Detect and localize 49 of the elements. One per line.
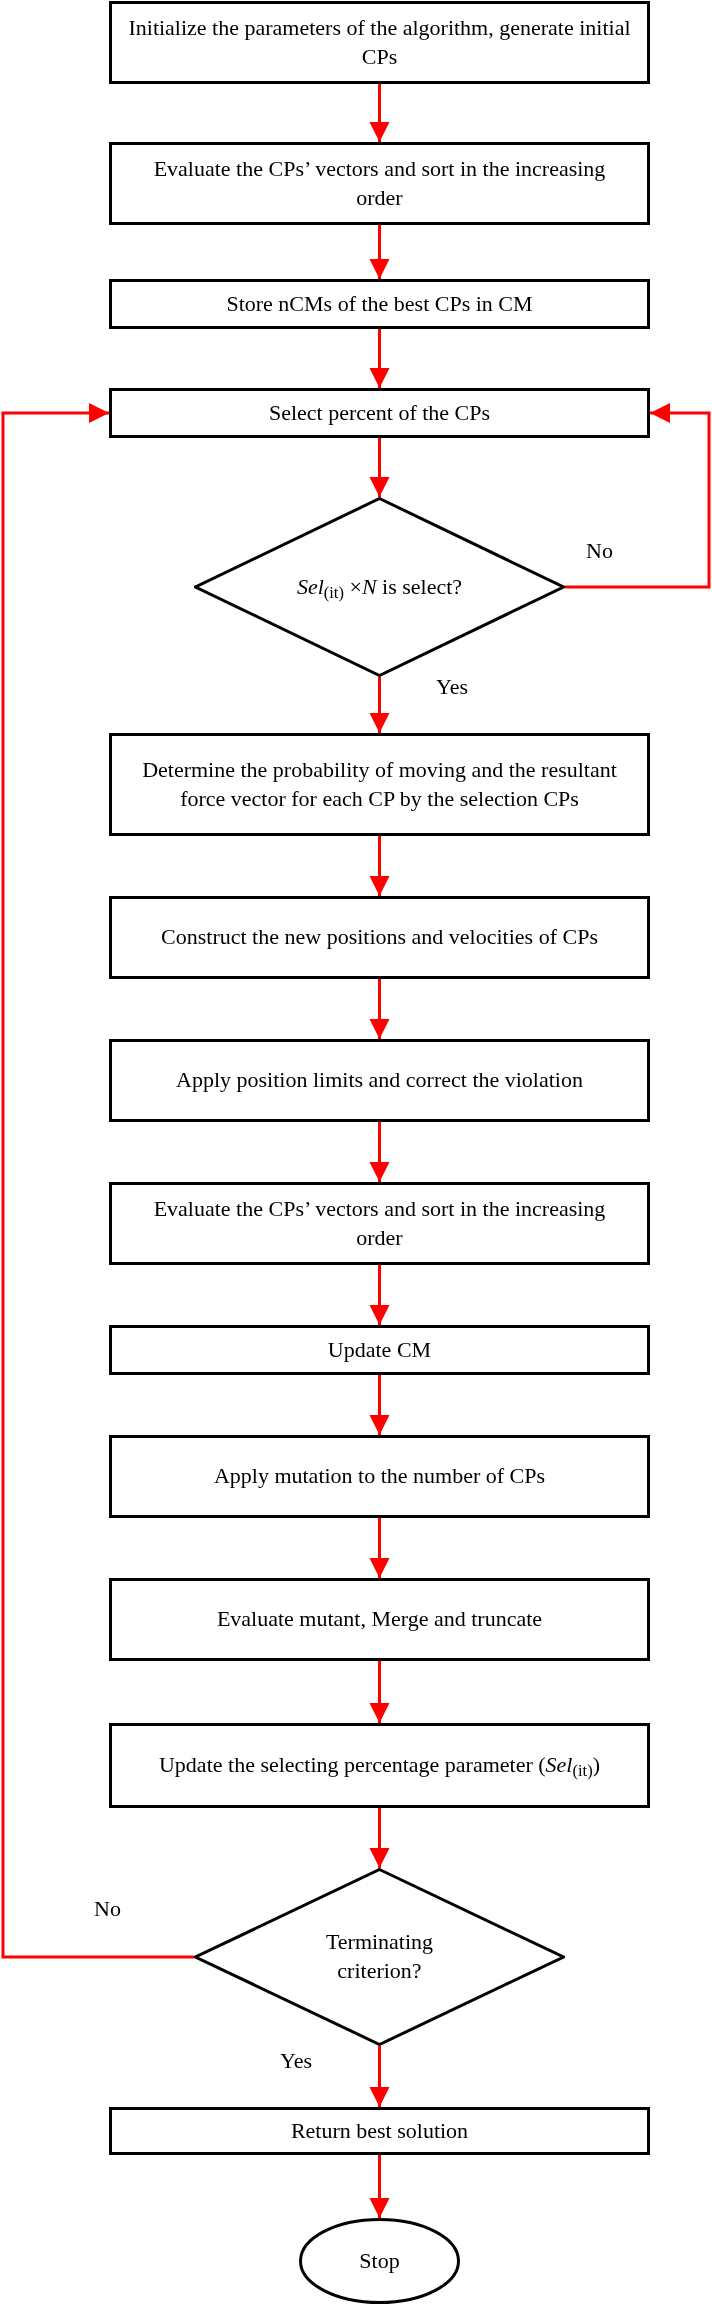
terminal-ellipse (299, 2218, 460, 2304)
node-text: Apply mutation to the number of CPs (213, 1462, 546, 1491)
arrow (369, 438, 390, 497)
arrow (369, 1518, 390, 1578)
process-box (109, 1, 650, 84)
process-box (109, 1435, 650, 1518)
node-text: Update the selecting percentage parameter (Sel$_{(it)}$) (159, 1751, 600, 1780)
process-box (109, 1182, 650, 1265)
node-text: Evaluate mutant, Merge and truncate (216, 1605, 543, 1634)
process-box (109, 1723, 650, 1808)
process-box (109, 279, 650, 329)
arrow (369, 84, 390, 142)
node-text: Initialize the parameters of the algorithm, generate initial CPs (128, 13, 631, 71)
node-text: Store nCMs of the best CPs in CM (226, 289, 533, 318)
arrow (369, 1808, 390, 1868)
process-box (109, 1578, 650, 1661)
node-text: Terminating criterion? (324, 1928, 435, 1985)
arrow (369, 1265, 390, 1325)
process-box (109, 142, 650, 225)
node-text: Evaluate the CPs’ vectors and sort in the increasing order (152, 1194, 607, 1252)
arrow (565, 403, 711, 589)
process-box (109, 896, 650, 979)
decision-diamond (194, 497, 565, 677)
node-text: Select percent of the CPs (268, 398, 491, 427)
node-text: Sel$_{(it)}$ ×N is select? (296, 572, 463, 602)
arrow (369, 836, 390, 896)
arrow (369, 2046, 390, 2107)
arrow (1, 403, 194, 1959)
process-box (109, 2107, 650, 2155)
arrow (369, 979, 390, 1039)
process-box (109, 733, 650, 836)
arrow (369, 677, 390, 733)
node-text: Return best solution (290, 2116, 469, 2145)
process-box (109, 1039, 650, 1122)
process-box (109, 388, 650, 438)
node-text: Apply position limits and correct the violation (176, 1066, 583, 1095)
node-text: Evaluate the CPs’ vectors and sort in the increasing order (152, 154, 607, 212)
arrow (369, 225, 390, 279)
node-text: Construct the new positions and velocities of CPs (161, 923, 598, 952)
node-text: Determine the probability of moving and the resultant force vector for each CP by the selection CPs (141, 755, 618, 813)
arrow (369, 1375, 390, 1435)
arrow (369, 1122, 390, 1182)
node-text: Update CM (327, 1335, 432, 1364)
node-text: Stop (359, 2246, 400, 2275)
arrow (369, 1661, 390, 1723)
decision-diamond (194, 1868, 565, 2046)
arrow (369, 2155, 390, 2218)
process-box (109, 1325, 650, 1375)
arrow (369, 329, 390, 388)
